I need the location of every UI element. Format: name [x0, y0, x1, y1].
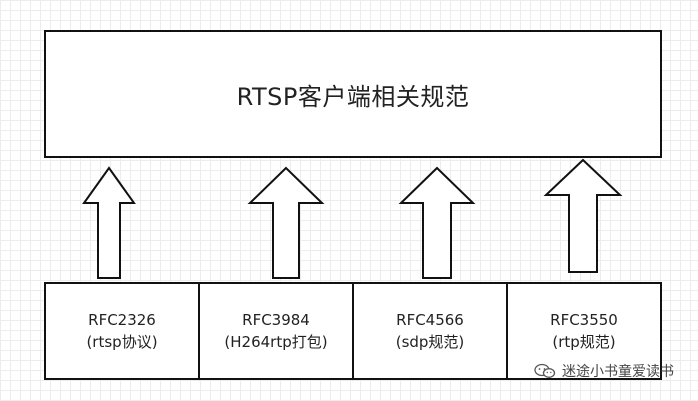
rfc-desc: (H264rtp打包) [224, 333, 328, 351]
rfc-desc: (sdp规范) [395, 333, 465, 351]
top-box-title: RTSP客户端相关规范 [236, 82, 470, 111]
rfc-spec-row: RFC2326 (rtsp协议) RFC3984 (H264rtp打包) RFC… [44, 282, 662, 380]
rfc-cell-1: RFC2326 (rtsp协议) [46, 284, 200, 378]
up-arrow-2 [247, 166, 325, 279]
rfc-cell-3: RFC4566 (sdp规范) [354, 284, 508, 378]
watermark: 迷途小书童爱读书 [534, 361, 674, 381]
rfc-desc: (rtp规范) [552, 333, 616, 351]
up-arrow-4 [543, 158, 623, 273]
up-arrow-1 [82, 166, 136, 279]
rfc-id: RFC3984 [242, 311, 310, 329]
wechat-icon [534, 363, 556, 378]
rfc-id: RFC4566 [396, 311, 464, 329]
rfc-id: RFC2326 [88, 311, 156, 329]
rtsp-client-spec-box: RTSP客户端相关规范 [44, 30, 662, 158]
rfc-id: RFC3550 [550, 311, 618, 329]
up-arrow-3 [398, 166, 476, 279]
watermark-text: 迷途小书童爱读书 [562, 364, 674, 380]
rfc-cell-4: RFC3550 (rtp规范) [508, 284, 660, 378]
rfc-cell-2: RFC3984 (H264rtp打包) [200, 284, 354, 378]
rfc-desc: (rtsp协议) [86, 333, 158, 351]
